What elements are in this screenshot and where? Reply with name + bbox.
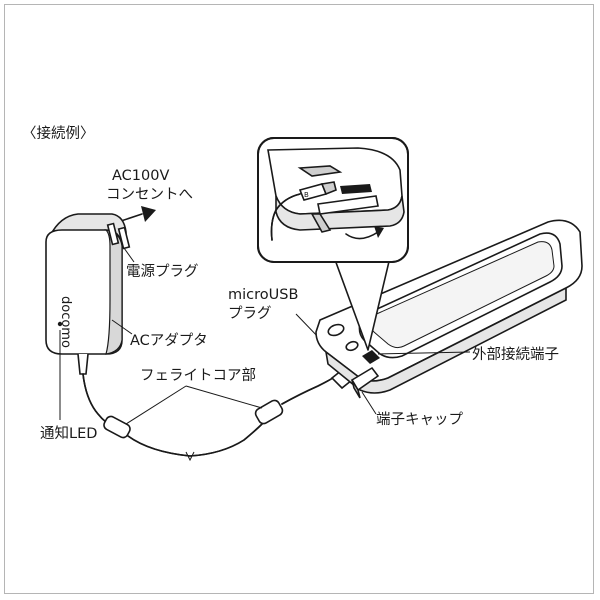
- microusb-label-line2: プラグ: [228, 305, 272, 322]
- diagram-frame: [4, 4, 594, 594]
- ac-adapter-leader: [111, 319, 133, 335]
- ferrite-leader-right: [185, 385, 263, 409]
- external-port: [362, 350, 380, 364]
- terminal-cap-leader: [361, 391, 377, 415]
- external-port-label: 外部接続端子: [472, 346, 559, 363]
- power-plug-label: 電源プラグ: [126, 263, 199, 280]
- ac-adapter: docomo: [45, 213, 131, 375]
- ferrite-leader-left: [125, 385, 187, 425]
- notification-led-label: 通知LED: [40, 425, 97, 442]
- svg-text:B: B: [304, 191, 309, 199]
- detail-inset: B: [257, 137, 409, 351]
- outlet-arrow-icon: [117, 206, 156, 223]
- notification-led-icon: [57, 321, 63, 327]
- ferrite-core-right: [254, 399, 284, 425]
- ac-adapter-label: ACアダプタ: [130, 332, 208, 349]
- ac100v-label-line2: コンセントへ: [106, 187, 193, 203]
- ferrite-core-left: [103, 415, 131, 439]
- ferrite-core-label: フェライトコア部: [140, 367, 256, 384]
- ac100v-label-line1: AC100V: [112, 168, 169, 184]
- external-port-leader: [377, 351, 471, 355]
- rotate-arrow-icon: [345, 231, 379, 240]
- terminal-cap-label: 端子キャップ: [376, 411, 463, 428]
- section-title: 〈接続例〉: [22, 125, 95, 142]
- microusb-label-line1: microUSB: [228, 287, 298, 303]
- power-plug-leader: [123, 247, 135, 263]
- smartphone: [315, 219, 583, 399]
- docomo-logo: docomo: [58, 296, 73, 348]
